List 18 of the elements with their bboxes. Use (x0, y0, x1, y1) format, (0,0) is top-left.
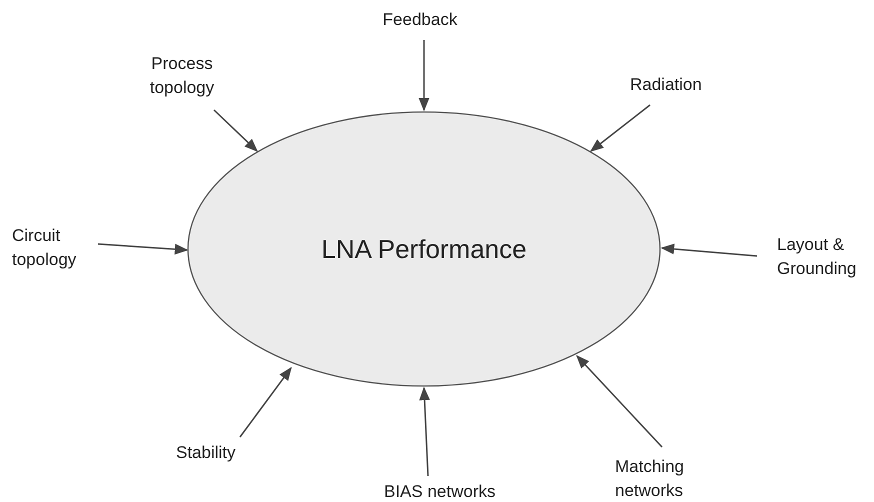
factor-label: Layout & Grounding (777, 234, 858, 280)
arrow (213, 109, 258, 152)
ellipse-node (187, 111, 661, 387)
factor-label: Circuit topology (12, 225, 78, 271)
arrow (660, 244, 758, 257)
factor-label: Matching networks (615, 456, 685, 502)
factor-label: Radiation (630, 74, 702, 96)
arrow (590, 104, 650, 152)
arrow (239, 366, 292, 438)
arrow (576, 355, 663, 448)
node-title: LNA Performance (321, 234, 527, 264)
arrow (419, 386, 430, 476)
factor-label: BIAS networks (384, 481, 496, 502)
arrow (418, 40, 430, 112)
factor-label: Feedback (382, 9, 458, 31)
factor-label: Stability (176, 442, 236, 464)
factor-label: Process topology (148, 53, 216, 99)
arrow (98, 243, 188, 255)
